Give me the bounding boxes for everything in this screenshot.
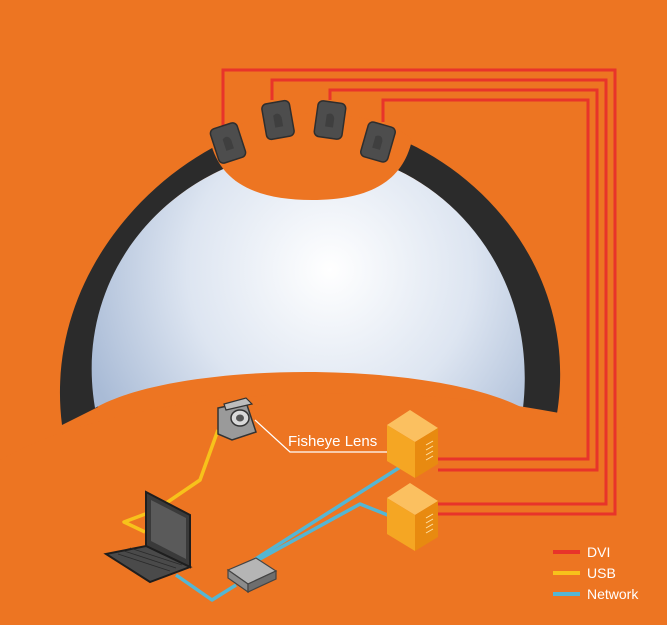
network-cable: [257, 502, 401, 562]
projectors: [209, 99, 396, 164]
dvi-cable: [328, 88, 599, 472]
projector-icon: [313, 100, 347, 140]
fisheye-leader-line: [254, 419, 395, 453]
dvi-cable: [270, 78, 608, 506]
projector-icon: [209, 122, 247, 164]
legend-item-dvi: DVI: [553, 544, 610, 560]
dome-opening: [210, 113, 412, 200]
dvi-cable: [381, 98, 590, 461]
legend-item-network: Network: [553, 586, 639, 602]
projector-icon: [360, 121, 396, 163]
fisheye-lens-label: Fisheye Lens: [288, 433, 377, 450]
network-switch-icon: [226, 557, 278, 594]
dvi-cable: [221, 68, 617, 516]
network-cables: [175, 462, 406, 602]
laptop-icon: [103, 490, 193, 584]
legend-label-usb: USB: [587, 565, 616, 581]
camera-icon: [217, 397, 257, 441]
legend-label-dvi: DVI: [587, 544, 610, 560]
legend-label-network: Network: [587, 586, 639, 602]
dvi-cables: [221, 68, 617, 516]
legend-item-usb: USB: [553, 565, 616, 581]
dome-screen: [91, 150, 525, 408]
network-cable: [175, 573, 237, 602]
server-icon: [387, 483, 438, 551]
legend: DVI USB Network: [553, 544, 639, 602]
network-cable: [245, 462, 406, 567]
projector-icon: [261, 99, 295, 141]
server-icon: [387, 410, 438, 478]
dome: [0, 113, 667, 625]
